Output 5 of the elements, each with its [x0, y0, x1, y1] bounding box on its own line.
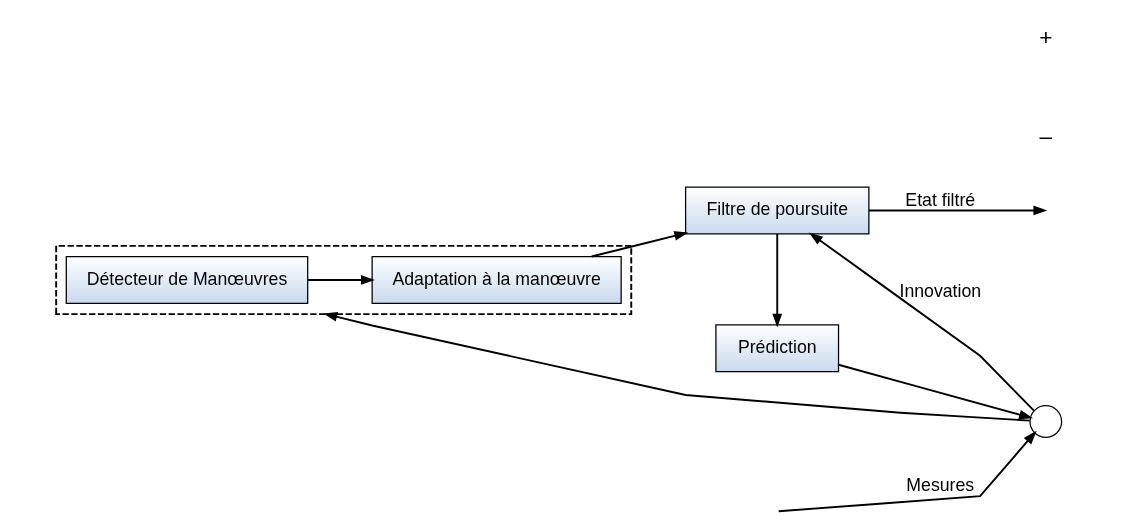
- edge-label: Etat filtré: [905, 189, 976, 210]
- edge-label: Innovation: [899, 280, 982, 301]
- label: +: [1039, 24, 1053, 51]
- label: –: [1039, 122, 1053, 149]
- edge-label: Mesures: [906, 475, 975, 496]
